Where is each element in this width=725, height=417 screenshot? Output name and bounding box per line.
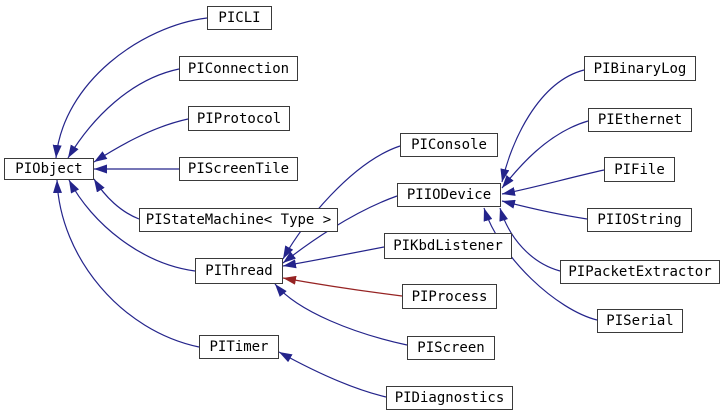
node-label-PIConnection: PIConnection	[187, 60, 290, 77]
edge-PITimer-to-PIObject	[53, 179, 200, 348]
node-label-PIScreenTile: PIScreenTile	[187, 161, 290, 177]
node-label-PITimer: PITimer	[209, 339, 269, 355]
edge-PIBinaryLog-to-PIIODevice	[500, 69, 585, 183]
node-PIScreenTile[interactable]: PIScreenTile	[179, 157, 298, 181]
node-PIProcess[interactable]: PIProcess	[402, 284, 497, 309]
node-PIThread[interactable]: PIThread	[195, 258, 283, 284]
edge-PIScreen-to-PIThread	[274, 283, 408, 346]
edge-PIEthernet-to-PIIODevice	[501, 120, 589, 189]
edge-PIDiagnostics-to-PITimer	[278, 351, 387, 398]
node-label-PIObject: PIObject	[15, 161, 83, 177]
edge-PISerial-to-PIIODevice	[483, 207, 598, 321]
node-label-PIProcess: PIProcess	[411, 288, 488, 305]
node-label-PIProtocol: PIProtocol	[196, 110, 282, 127]
node-label-PIStateMachine: PIStateMachine< Type >	[145, 212, 332, 228]
node-PIScreen[interactable]: PIScreen	[407, 336, 495, 360]
node-label-PIScreen: PIScreen	[417, 340, 485, 356]
node-PIConnection[interactable]: PIConnection	[179, 56, 298, 81]
node-PIKbdListener[interactable]: PIKbdListener	[384, 233, 512, 259]
node-label-PIPacketExtractor: PIPacketExtractor	[568, 264, 712, 280]
edge-PICLI-to-PIObject	[52, 17, 208, 159]
node-label-PISerial: PISerial	[606, 313, 674, 329]
edge-PIConsole-to-PIThread	[282, 145, 401, 260]
node-PIIOString[interactable]: PIIOString	[587, 208, 692, 232]
edge-PIProtocol-to-PIObject	[93, 118, 189, 163]
node-PICLI[interactable]: PICLI	[207, 6, 272, 30]
node-label-PIEthernet: PIEthernet	[597, 112, 683, 128]
node-PIPacketExtractor[interactable]: PIPacketExtractor	[560, 260, 720, 284]
edge-PIStateMachine-to-PIObject	[93, 178, 140, 220]
node-label-PIBinaryLog: PIBinaryLog	[593, 60, 687, 77]
node-PIEthernet[interactable]: PIEthernet	[588, 108, 692, 132]
node-label-PIFile: PIFile	[614, 161, 665, 178]
node-label-PIDiagnostics: PIDiagnostics	[394, 390, 505, 406]
edge-PIThread-to-PIObject	[68, 179, 196, 272]
node-PIStateMachine[interactable]: PIStateMachine< Type >	[139, 208, 338, 232]
edge-PIPacketExtractor-to-PIIODevice	[499, 207, 561, 272]
node-label-PIThread: PIThread	[205, 263, 273, 279]
edge-PIFile-to-PIIODevice	[501, 169, 605, 196]
node-PISerial[interactable]: PISerial	[597, 309, 683, 333]
node-PIConsole[interactable]: PIConsole	[400, 133, 498, 157]
node-label-PIConsole: PIConsole	[411, 137, 487, 153]
node-label-PIIODevice: PIIODevice	[406, 187, 492, 203]
node-PIProtocol[interactable]: PIProtocol	[188, 106, 290, 131]
node-label-PIKbdListener: PIKbdListener	[393, 238, 503, 254]
node-PIIODevice[interactable]: PIIODevice	[397, 183, 501, 207]
node-label-PICLI: PICLI	[218, 10, 261, 26]
edge-PIProcess-to-PIThread	[282, 275, 403, 297]
edge-PIKbdListener-to-PIThread	[282, 246, 385, 269]
edge-PIIOString-to-PIIODevice	[501, 199, 588, 220]
node-PIDiagnostics[interactable]: PIDiagnostics	[386, 386, 513, 410]
node-label-PIIOString: PIIOString	[597, 212, 682, 228]
node-PIFile[interactable]: PIFile	[604, 157, 675, 182]
node-PITimer[interactable]: PITimer	[199, 335, 279, 359]
edge-PIConnection-to-PIObject	[67, 68, 180, 159]
node-PIObject[interactable]: PIObject	[4, 158, 94, 180]
node-PIBinaryLog[interactable]: PIBinaryLog	[584, 56, 696, 81]
